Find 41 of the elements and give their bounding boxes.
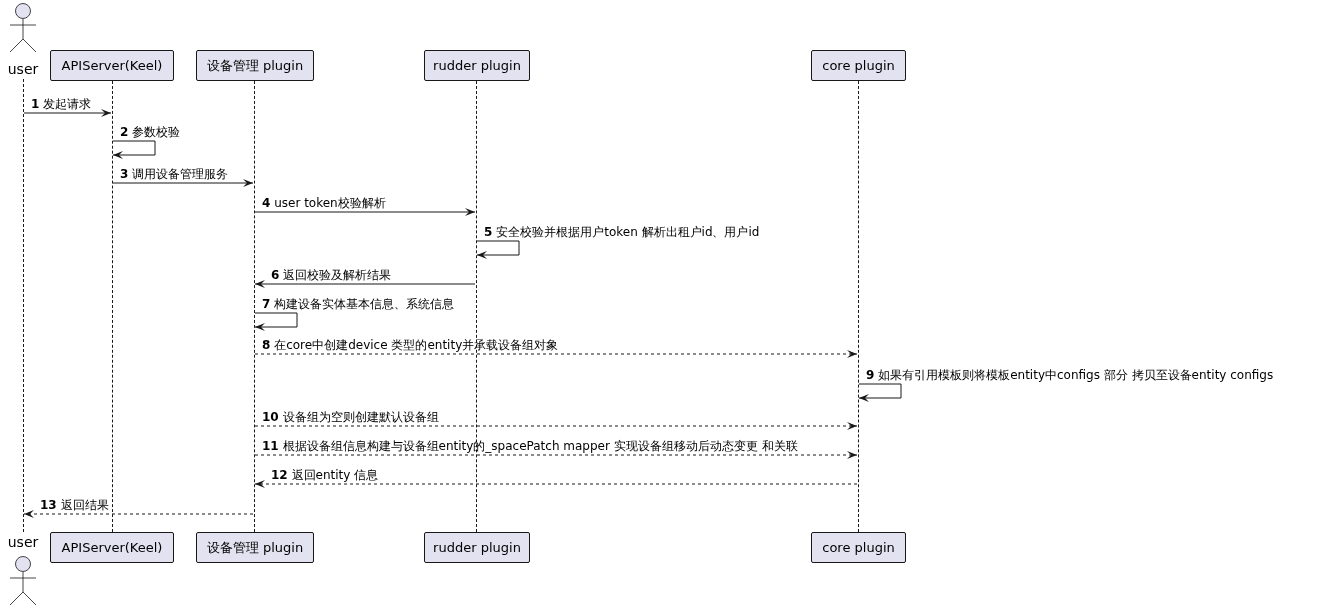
participant-box: core plugin xyxy=(811,532,906,563)
participant-box: rudder plugin xyxy=(424,50,530,81)
message-arrow xyxy=(23,109,112,117)
lifeline xyxy=(111,81,113,532)
message-label: 4 user token校验解析 xyxy=(262,196,386,210)
participant-box: 设备管理 plugin xyxy=(196,532,314,563)
lifeline xyxy=(22,79,24,532)
message-arrow xyxy=(254,350,858,358)
message-label: 10 设备组为空则创建默认设备组 xyxy=(262,410,439,424)
message-label: 2 参数校验 xyxy=(120,125,181,139)
message-label: 9 如果有引用模板则将模板entity中configs 部分 拷贝至设备entity configs xyxy=(866,368,1274,382)
message-label: 11 根据设备组信息构建与设备组entity的_spacePatch mapper 实现设备组移动后动态变更 和关联 xyxy=(262,439,798,453)
message-label: 12 返回entity 信息 xyxy=(271,468,379,482)
participant-box: APIServer(Keel) xyxy=(50,532,174,563)
message-arrow xyxy=(858,383,902,402)
message-arrow xyxy=(112,179,254,187)
message-arrow xyxy=(112,140,156,159)
message-arrow xyxy=(23,510,254,518)
actor-name: user xyxy=(6,61,40,77)
message-label: 6 返回校验及解析结果 xyxy=(271,268,392,282)
message-arrow xyxy=(254,422,858,430)
message-arrow xyxy=(476,240,520,259)
message-arrow xyxy=(254,480,858,488)
participant-box: 设备管理 plugin xyxy=(196,50,314,81)
message-label: 8 在core中创建device 类型的entity并承载设备组对象 xyxy=(262,338,559,352)
message-label: 1 发起请求 xyxy=(31,97,92,111)
message-label: 13 返回结果 xyxy=(40,498,109,512)
message-arrow xyxy=(254,208,476,216)
message-label: 3 调用设备管理服务 xyxy=(120,167,229,181)
participant-box: APIServer(Keel) xyxy=(50,50,174,81)
message-arrow xyxy=(254,312,298,331)
lifeline xyxy=(253,81,255,532)
message-label: 5 安全校验并根据用户token 解析出租户id、用户id xyxy=(484,225,760,239)
message-arrow xyxy=(254,451,858,459)
participant-box: rudder plugin xyxy=(424,532,530,563)
message-label: 7 构建设备实体基本信息、系统信息 xyxy=(262,297,455,311)
lifeline xyxy=(857,81,859,532)
message-arrow xyxy=(254,280,476,288)
lifeline xyxy=(475,81,477,532)
participant-box: core plugin xyxy=(811,50,906,81)
actor-name: user xyxy=(6,534,40,550)
